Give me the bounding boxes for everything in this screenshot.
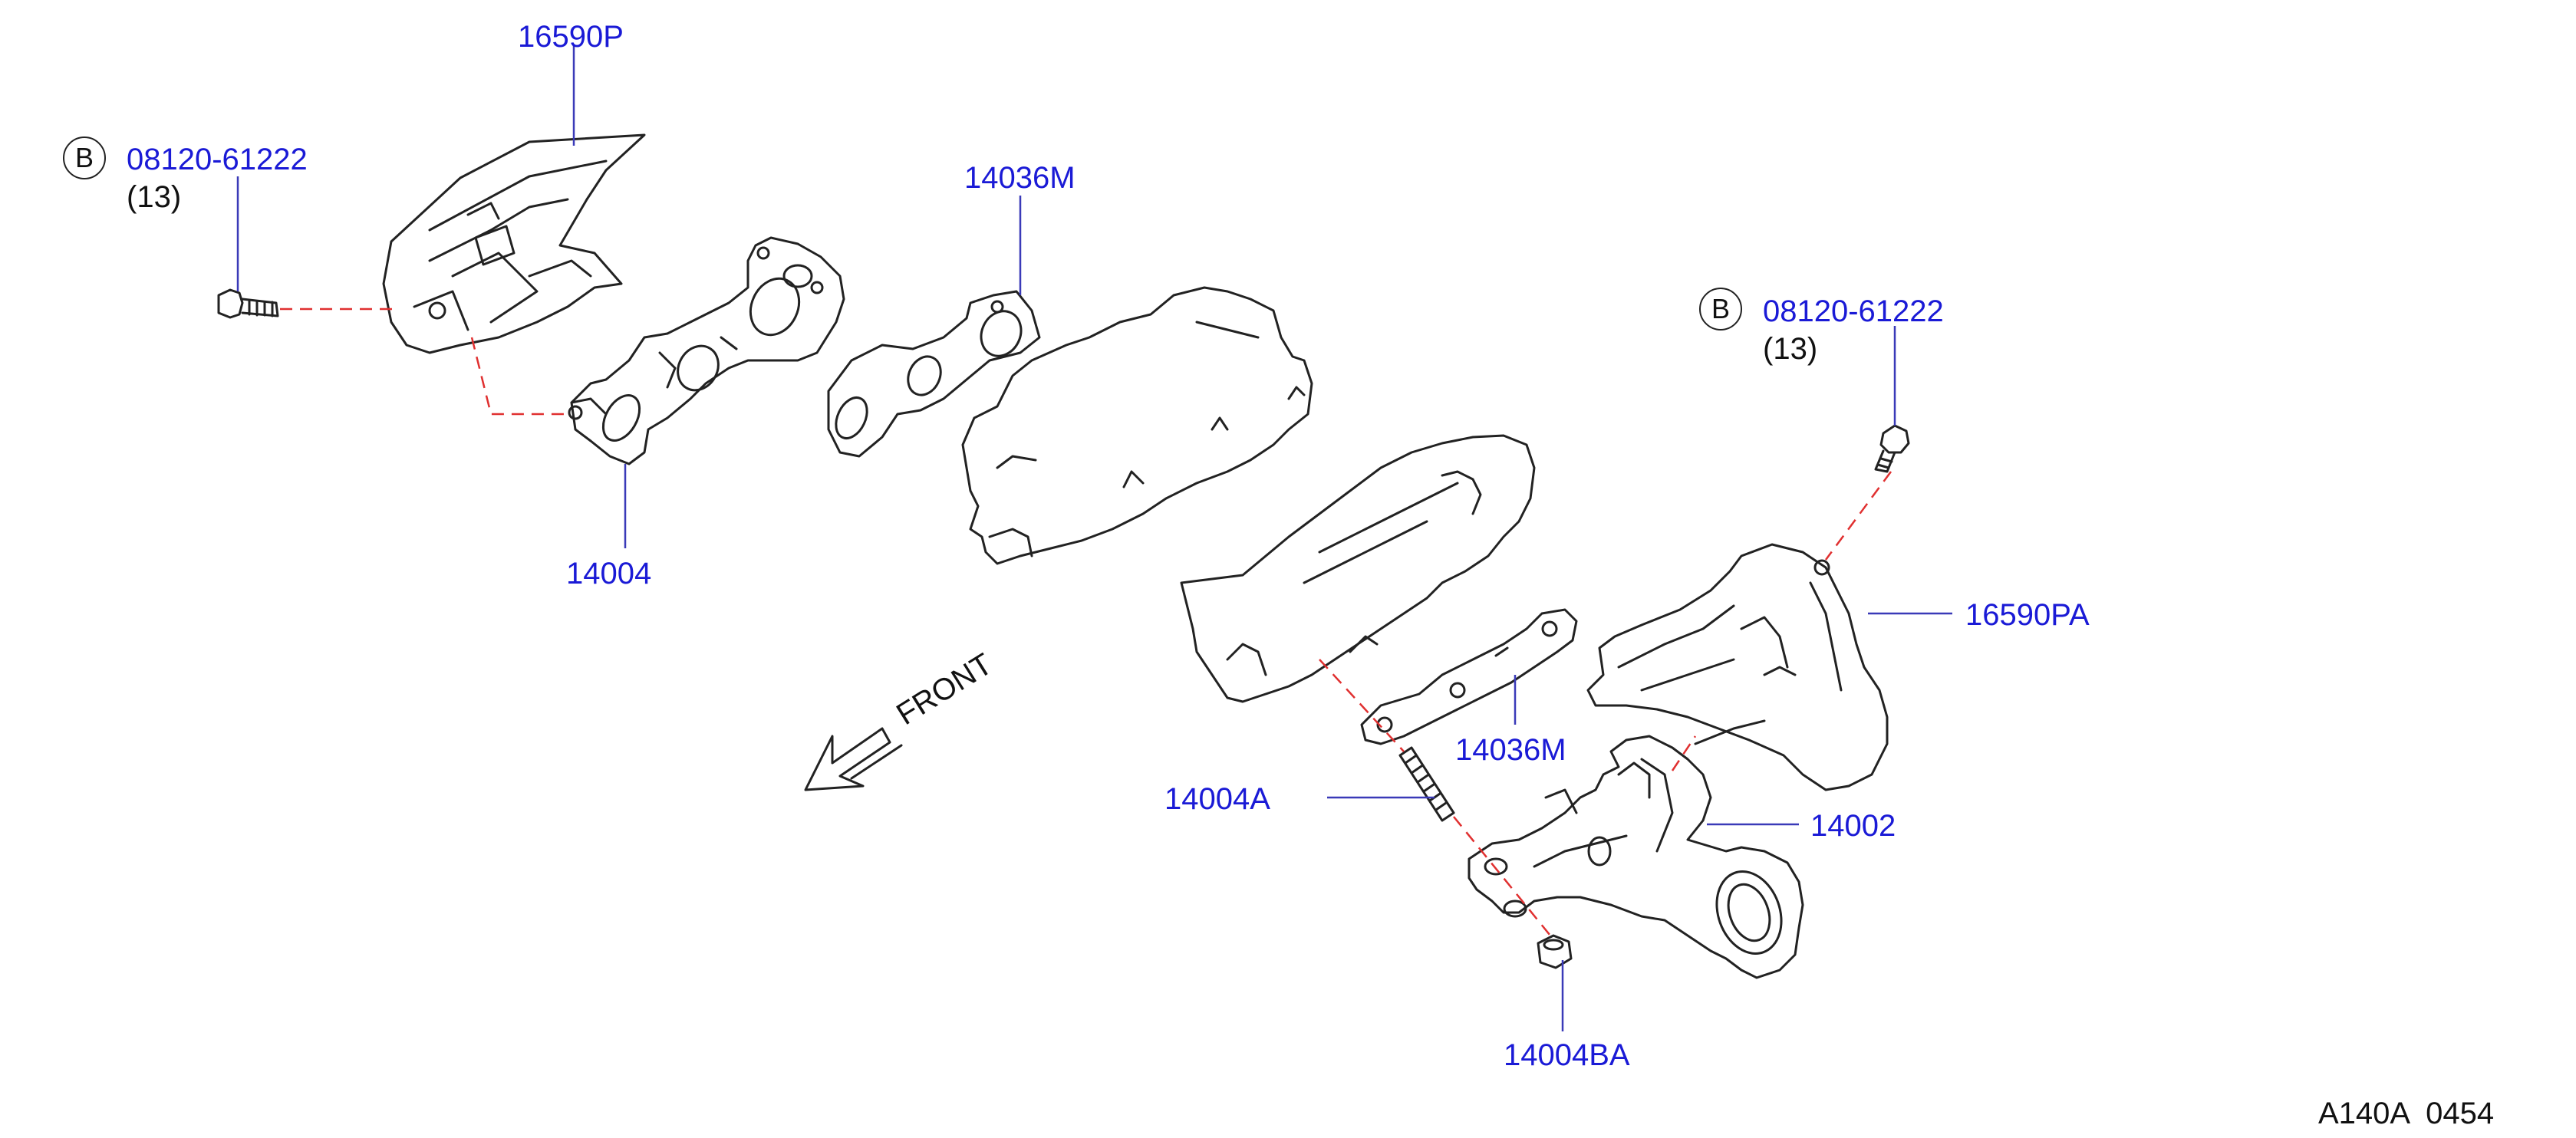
heat-insulator-right: [1586, 543, 1889, 791]
gasket-right: [1360, 608, 1578, 745]
nut: [1537, 934, 1573, 969]
bolt-b-symbol-icon: B: [63, 136, 106, 179]
callout-14036M-left[interactable]: 14036M: [964, 161, 1076, 195]
qty-right-bolt: (13): [1763, 332, 1818, 366]
exhaust-manifold-left: [568, 236, 845, 465]
callout-14004BA[interactable]: 14004BA: [1504, 1038, 1630, 1072]
callout-14002[interactable]: 14002: [1810, 809, 1896, 843]
callout-08120-61222-right[interactable]: 08120-61222: [1763, 294, 1944, 328]
qty-left-bolt: (13): [127, 180, 182, 214]
heat-insulator-left: [382, 133, 646, 354]
cylinder-head-left: [961, 286, 1313, 565]
bolt-left: [217, 288, 279, 319]
callout-16590PA[interactable]: 16590PA: [1965, 598, 2090, 632]
bolt-right: [1874, 424, 1910, 473]
leader-lines: [236, 46, 1952, 1031]
dashed-alignment-lines: [280, 308, 1892, 940]
callout-14036M-right[interactable]: 14036M: [1455, 733, 1566, 767]
stud: [1398, 746, 1455, 822]
callout-14004[interactable]: 14004: [566, 557, 652, 590]
callout-16590P[interactable]: 16590P: [518, 20, 624, 54]
callout-14004A[interactable]: 14004A: [1164, 782, 1270, 816]
exhaust-manifold-right: [1468, 735, 1804, 979]
bolt-b-symbol-icon: B: [1699, 288, 1742, 331]
cylinder-head-right: [1180, 434, 1536, 703]
callout-08120-61222-left[interactable]: 08120-61222: [127, 143, 308, 176]
footer-code: A140A 0454: [2318, 1097, 2495, 1130]
front-arrow-icon: [804, 727, 903, 791]
gasket-left: [827, 290, 1041, 458]
